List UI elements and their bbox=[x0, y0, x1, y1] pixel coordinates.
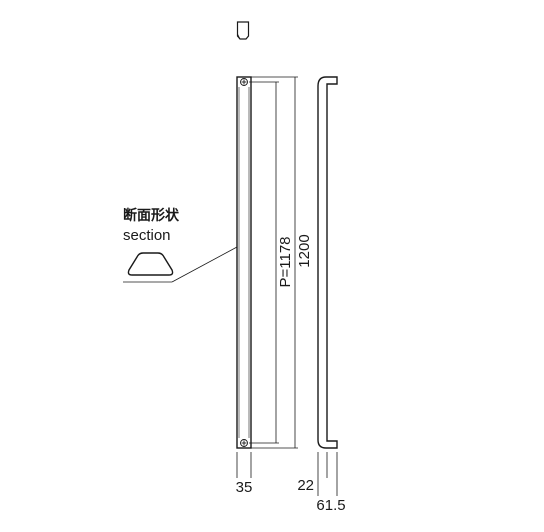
bottom-screw-icon bbox=[240, 439, 248, 447]
length-dimension-line bbox=[251, 76, 298, 449]
top-screw-icon bbox=[240, 78, 248, 86]
pitch-dimension-line bbox=[249, 81, 279, 444]
width-dimension-line bbox=[236, 452, 252, 478]
section-label-en: section bbox=[123, 227, 171, 244]
section-leader-line bbox=[123, 246, 238, 283]
end-view-icon bbox=[236, 21, 250, 40]
section-label-jp: 断面形状 bbox=[123, 207, 180, 224]
length-dimension-label: 1200 bbox=[296, 234, 313, 267]
front-view-handle bbox=[236, 76, 252, 449]
section-profile-icon bbox=[127, 252, 174, 276]
width-dimension-label: 35 bbox=[236, 479, 253, 496]
pitch-dimension-label: P=1178 bbox=[277, 236, 294, 287]
side-view-handle bbox=[317, 76, 338, 449]
standoff-dimension-label: 22 bbox=[297, 477, 314, 494]
standoff-dimension-line bbox=[317, 452, 328, 496]
depth-dimension-label: 61.5 bbox=[316, 497, 345, 514]
